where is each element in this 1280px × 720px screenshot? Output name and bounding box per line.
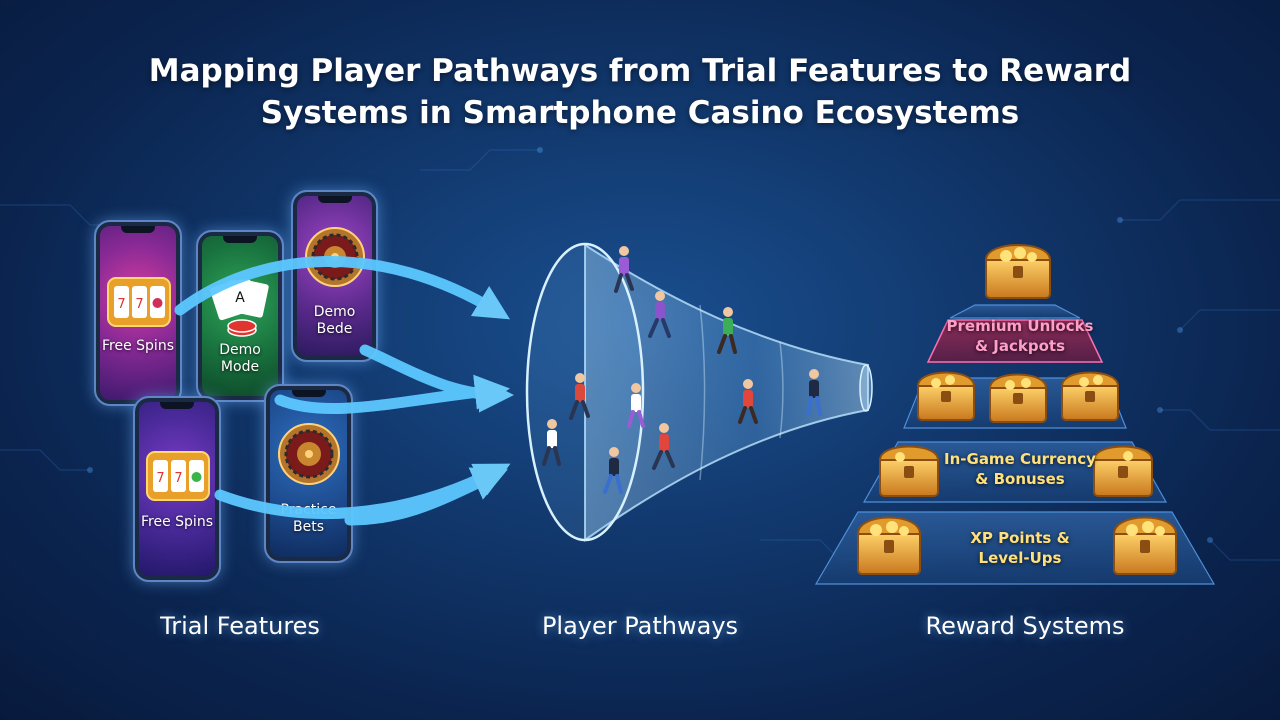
phone-practice-bets: Practice Bets <box>264 384 353 563</box>
tier-label-line-1: XP Points & <box>970 529 1070 547</box>
treasure-chests <box>856 244 1178 575</box>
phone-label-line-2: Bede <box>316 321 353 337</box>
tier-top <box>949 304 1081 319</box>
phone-notch <box>317 196 352 203</box>
treasure-chest-icon <box>878 445 940 497</box>
player-figure <box>614 246 634 293</box>
phone-label: Free Spins <box>102 338 174 354</box>
flow-arrows <box>174 255 515 526</box>
svg-text:7: 7 <box>156 471 164 486</box>
phone-notch <box>121 226 155 233</box>
phone-label-line-1: Demo <box>313 304 356 320</box>
section-label-trial-features: Trial Features <box>160 612 320 640</box>
treasure-chest-icon <box>1060 371 1120 421</box>
svg-text:7: 7 <box>117 297 125 312</box>
player-figure <box>569 373 590 420</box>
treasure-chest-icon <box>984 244 1052 299</box>
treasure-chest-icon <box>916 371 976 421</box>
title-line-1: Mapping Player Pathways from Trial Featu… <box>148 53 1132 89</box>
phone-demo-mode: A Demo Mode <box>196 230 284 402</box>
phone-notch <box>291 390 326 397</box>
phone-label: Demo Mode <box>219 342 261 375</box>
phone-label: Free Spins <box>141 514 213 530</box>
title-line-2: Systems in Smartphone Casino Ecosystems <box>260 95 1020 131</box>
tier-label-line-1: In-Game Currency <box>944 450 1096 468</box>
treasure-chest-icon <box>856 516 922 575</box>
flow-arrow <box>274 374 511 415</box>
svg-text:7: 7 <box>174 471 182 486</box>
treasure-chest-icon <box>1112 516 1178 575</box>
treasure-chest-icon <box>1092 445 1154 497</box>
slot-machine-icon: 7 7 <box>146 451 210 501</box>
player-figure <box>648 291 671 338</box>
slot-machine-icon: 7 7 <box>107 277 171 327</box>
player-figure <box>603 447 623 494</box>
tier-xp-label: XP Points & Level-Ups <box>930 528 1110 568</box>
roulette-wheel-icon <box>278 423 340 485</box>
section-label-reward-systems: Reward Systems <box>925 612 1125 640</box>
player-figures <box>542 246 822 494</box>
phone-free-spins: 7 7 Free Spins <box>94 220 182 406</box>
svg-text:7: 7 <box>135 297 143 312</box>
player-figure <box>627 383 645 428</box>
tier-premium-label: Premium Unlocks & Jackpots <box>925 316 1115 356</box>
svg-text:A: A <box>235 290 245 306</box>
tier-label-line-2: Level-Ups <box>978 549 1062 567</box>
player-figure <box>652 423 675 470</box>
tier-currency-label: In-Game Currency & Bonuses <box>930 449 1110 489</box>
tier-currency <box>862 441 1168 503</box>
player-figure <box>717 307 737 354</box>
player-figure <box>806 369 822 416</box>
flow-arrow <box>174 255 511 320</box>
phone-free-spins: 7 7 Free Spins <box>133 396 221 582</box>
treasure-chest-icon <box>988 373 1048 423</box>
section-label-player-pathways: Player Pathways <box>541 612 739 640</box>
flow-arrow <box>344 467 508 526</box>
diagram-title: Mapping Player Pathways from Trial Featu… <box>140 50 1140 134</box>
player-figure <box>738 379 758 424</box>
tier-label-line-2: & Bonuses <box>975 470 1065 488</box>
player-figure <box>542 419 561 466</box>
tier-premium <box>926 319 1104 363</box>
tier-label-line-2: & Jackpots <box>974 337 1065 355</box>
phone-notch <box>223 236 257 243</box>
phone-label-line-2: Bets <box>292 519 324 535</box>
tier-label-line-1: Premium Unlocks <box>946 317 1094 335</box>
phone-notch <box>160 402 194 409</box>
